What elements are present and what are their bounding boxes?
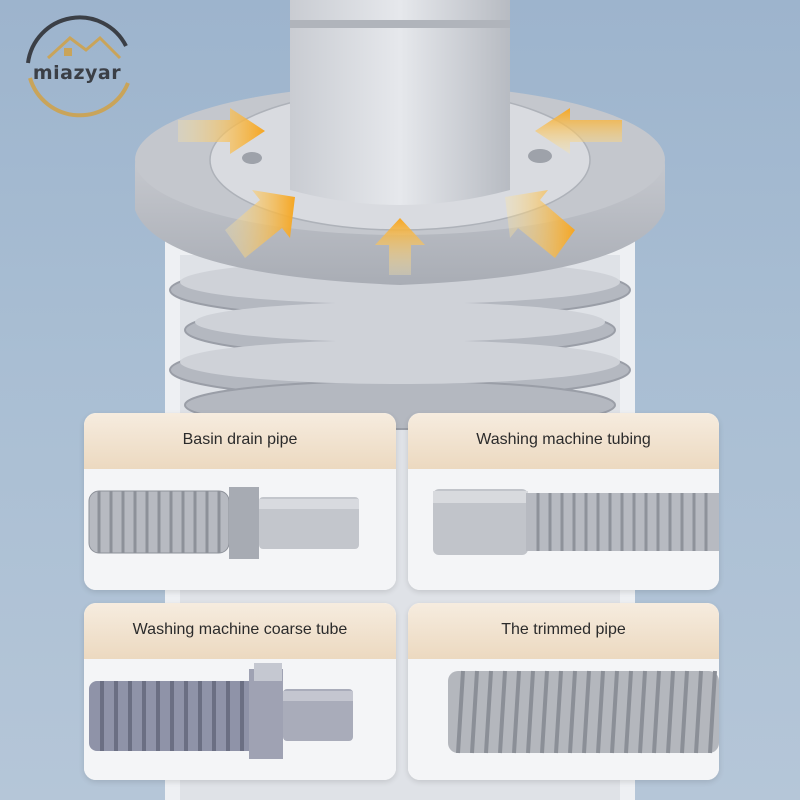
card-title: Washing machine coarse tube	[132, 621, 348, 638]
card-title: Washing machine tubing	[476, 431, 651, 448]
inflow-arrows	[178, 108, 622, 275]
card-washing-machine-coarse-tube: Washing machine coarse tube	[84, 603, 396, 780]
washing-machine-coarse-tube-icon	[84, 659, 396, 780]
miazyar-logo-icon	[26, 15, 130, 118]
card-header	[84, 413, 396, 469]
brand-name: miazyar	[32, 62, 122, 84]
card-title: The trimmed pipe	[501, 621, 626, 638]
card-title: Basin drain pipe	[182, 431, 298, 448]
trimmed-pipe-icon	[408, 659, 719, 780]
washing-machine-tubing-icon	[408, 469, 719, 590]
card-washing-machine-tubing: Washing machine tubing	[408, 413, 719, 590]
card-header	[408, 413, 719, 469]
card-header	[84, 603, 396, 659]
card-basin-drain-pipe: Basin drain pipe	[84, 413, 396, 590]
card-header	[408, 603, 719, 659]
basin-drain-pipe-icon	[84, 469, 396, 590]
card-trimmed-pipe: The trimmed pipe	[408, 603, 719, 780]
